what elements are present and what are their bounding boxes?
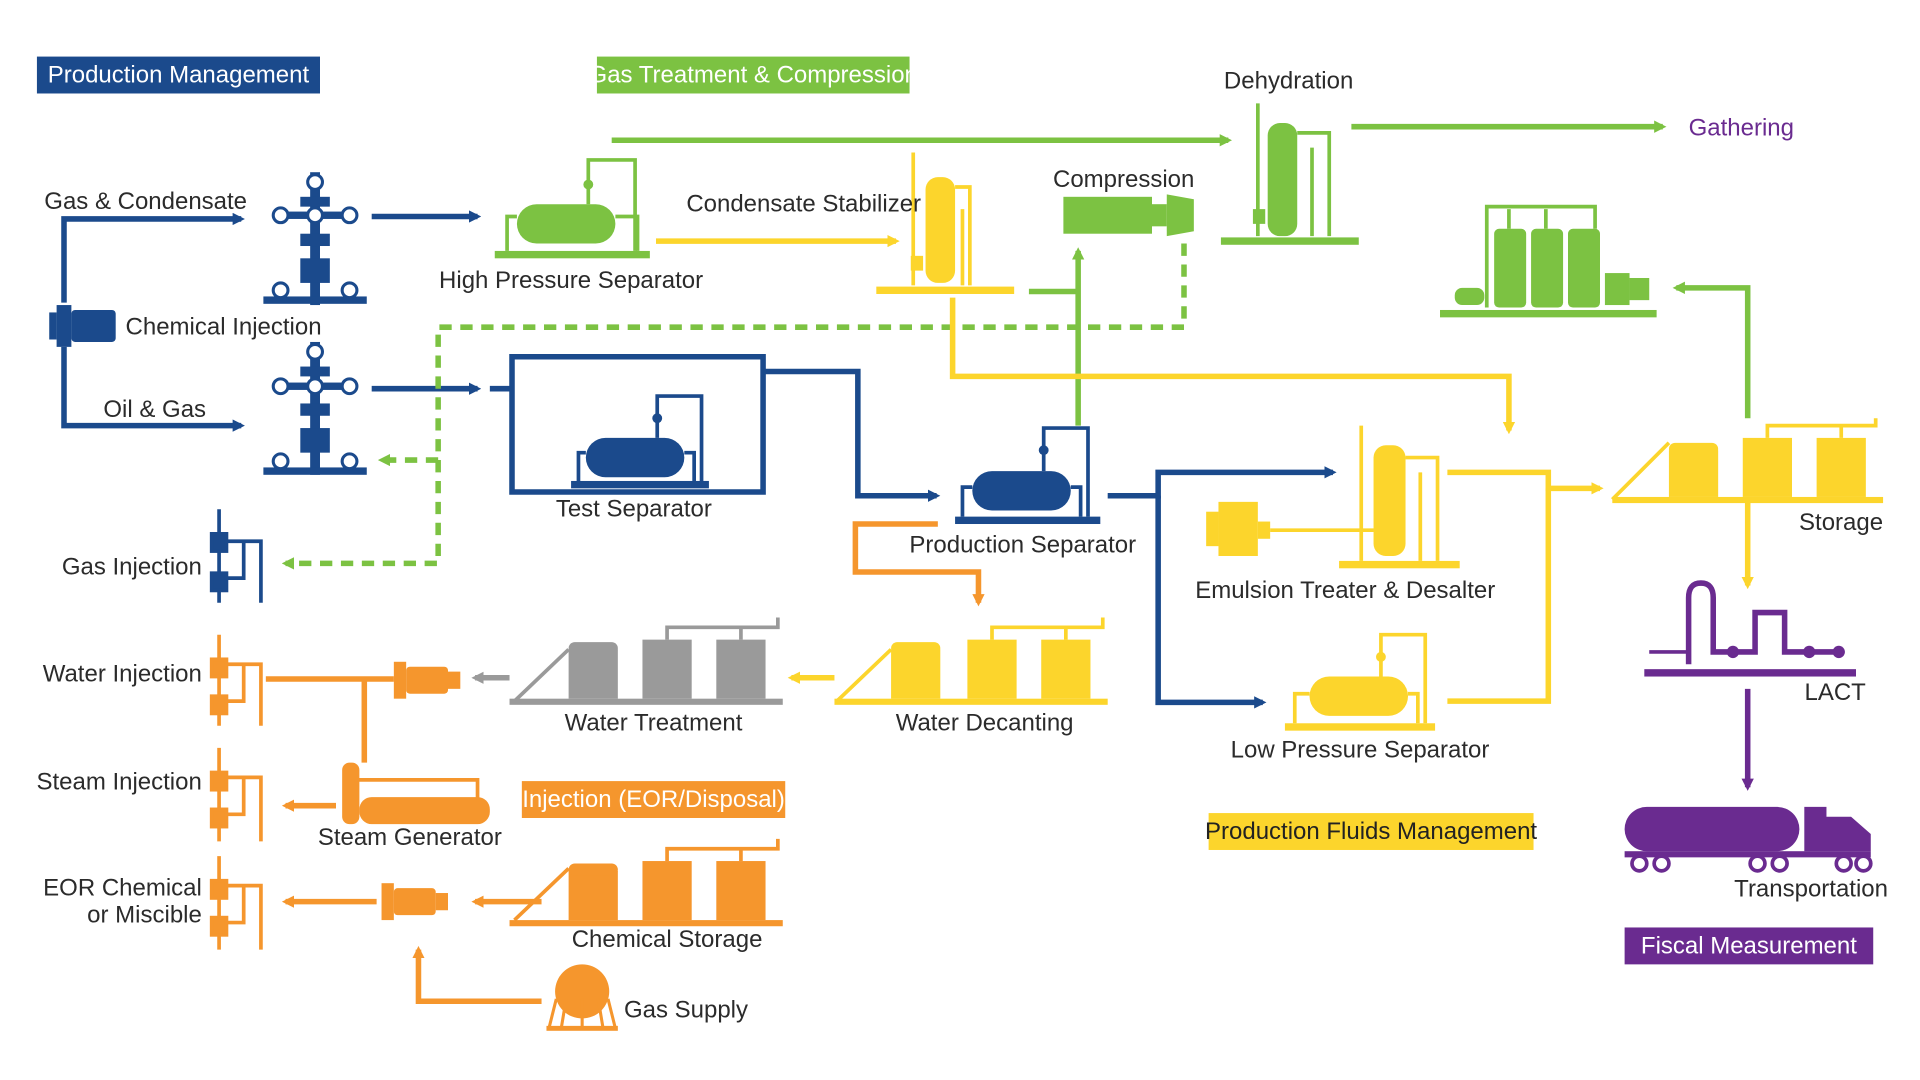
label-chemical-storage: Chemical Storage <box>572 926 763 953</box>
label-steam-injection: Steam Injection <box>36 769 201 796</box>
chemical-injection-pump-icon <box>49 305 116 347</box>
label-test-separator: Test Separator <box>556 496 712 523</box>
gathering-compressor-station-icon <box>1440 204 1657 318</box>
label-gas-injection: Gas Injection <box>62 553 202 580</box>
label-transportation: Transportation <box>1734 876 1888 903</box>
steam-generator-icon <box>342 762 490 825</box>
water-injection-well-icon <box>209 634 263 726</box>
label-emulsion-treater: Emulsion Treater & Desalter <box>1195 577 1495 604</box>
low-pressure-separator-icon <box>1284 632 1436 731</box>
label-gas-supply: Gas Supply <box>624 996 748 1023</box>
emulsion-treater-icon <box>1206 425 1460 569</box>
yellow-flows <box>656 234 1754 704</box>
blue-flows <box>61 210 1337 709</box>
label-lact: LACT <box>1805 679 1867 706</box>
label-water-treatment: Water Treatment <box>565 710 743 737</box>
label-gathering: Gathering <box>1689 114 1794 141</box>
tanker-truck-icon <box>1624 806 1873 873</box>
legend-production-fluids: Production Fluids Management <box>1205 813 1537 850</box>
label-high-pressure-separator: High Pressure Separator <box>439 267 703 294</box>
eor-pump-icon <box>381 883 448 921</box>
legend-production-management-label: Production Management <box>48 61 310 88</box>
high-pressure-separator-icon <box>494 158 650 259</box>
gas-supply-sphere-icon <box>546 964 618 1031</box>
production-separator-icon <box>955 426 1101 525</box>
legend-fiscal-measurement-label: Fiscal Measurement <box>1641 932 1857 959</box>
label-condensate-stabilizer: Condensate Stabilizer <box>686 191 921 218</box>
label-oil-gas: Oil & Gas <box>103 396 206 423</box>
legend-injection: Injection (EOR/Disposal) <box>521 781 786 818</box>
label-water-decanting: Water Decanting <box>896 710 1074 737</box>
legend-gas-treatment-label: Gas Treatment & Compression <box>589 61 918 88</box>
label-storage: Storage <box>1799 509 1883 536</box>
compressor-icon <box>1063 194 1194 237</box>
green-flows <box>281 120 1751 570</box>
label-eor-chemical-line2: or Miscible <box>87 902 202 929</box>
gas-injection-well-icon <box>209 509 263 603</box>
water-injection-pump-icon <box>393 661 461 699</box>
label-eor-chemical-line1: EOR Chemical <box>43 874 202 901</box>
legend-fiscal-measurement: Fiscal Measurement <box>1624 927 1874 965</box>
label-water-injection: Water Injection <box>43 660 202 687</box>
orange-flows <box>265 521 985 1005</box>
dehydration-unit-icon <box>1220 103 1359 245</box>
label-compression: Compression <box>1053 166 1194 193</box>
test-separator-icon <box>571 394 709 489</box>
label-chemical-injection: Chemical Injection <box>126 314 322 341</box>
label-dehydration: Dehydration <box>1224 68 1353 95</box>
wellhead-oil-icon <box>263 341 367 475</box>
label-production-separator: Production Separator <box>909 531 1136 558</box>
legend-production-fluids-label: Production Fluids Management <box>1205 818 1537 845</box>
legend-injection-label: Injection (EOR/Disposal) <box>522 786 785 813</box>
legend-gas-treatment: Gas Treatment & Compression <box>589 56 918 94</box>
storage-tanks-icon <box>1611 418 1884 504</box>
eor-injection-well-icon <box>209 856 263 950</box>
label-gas-condensate: Gas & Condensate <box>44 188 247 215</box>
water-decanting-tanks-icon <box>834 617 1108 705</box>
water-treatment-tanks-icon <box>509 617 783 705</box>
chemical-storage-tanks-icon <box>509 838 783 927</box>
label-steam-generator: Steam Generator <box>318 824 502 851</box>
condensate-stabilizer-icon <box>876 152 1015 294</box>
label-low-pressure-separator: Low Pressure Separator <box>1231 737 1490 764</box>
wellhead-gas-icon <box>263 172 367 306</box>
legend-production-management: Production Management <box>36 56 321 94</box>
steam-injection-well-icon <box>209 747 263 842</box>
lact-unit-icon <box>1644 580 1856 677</box>
